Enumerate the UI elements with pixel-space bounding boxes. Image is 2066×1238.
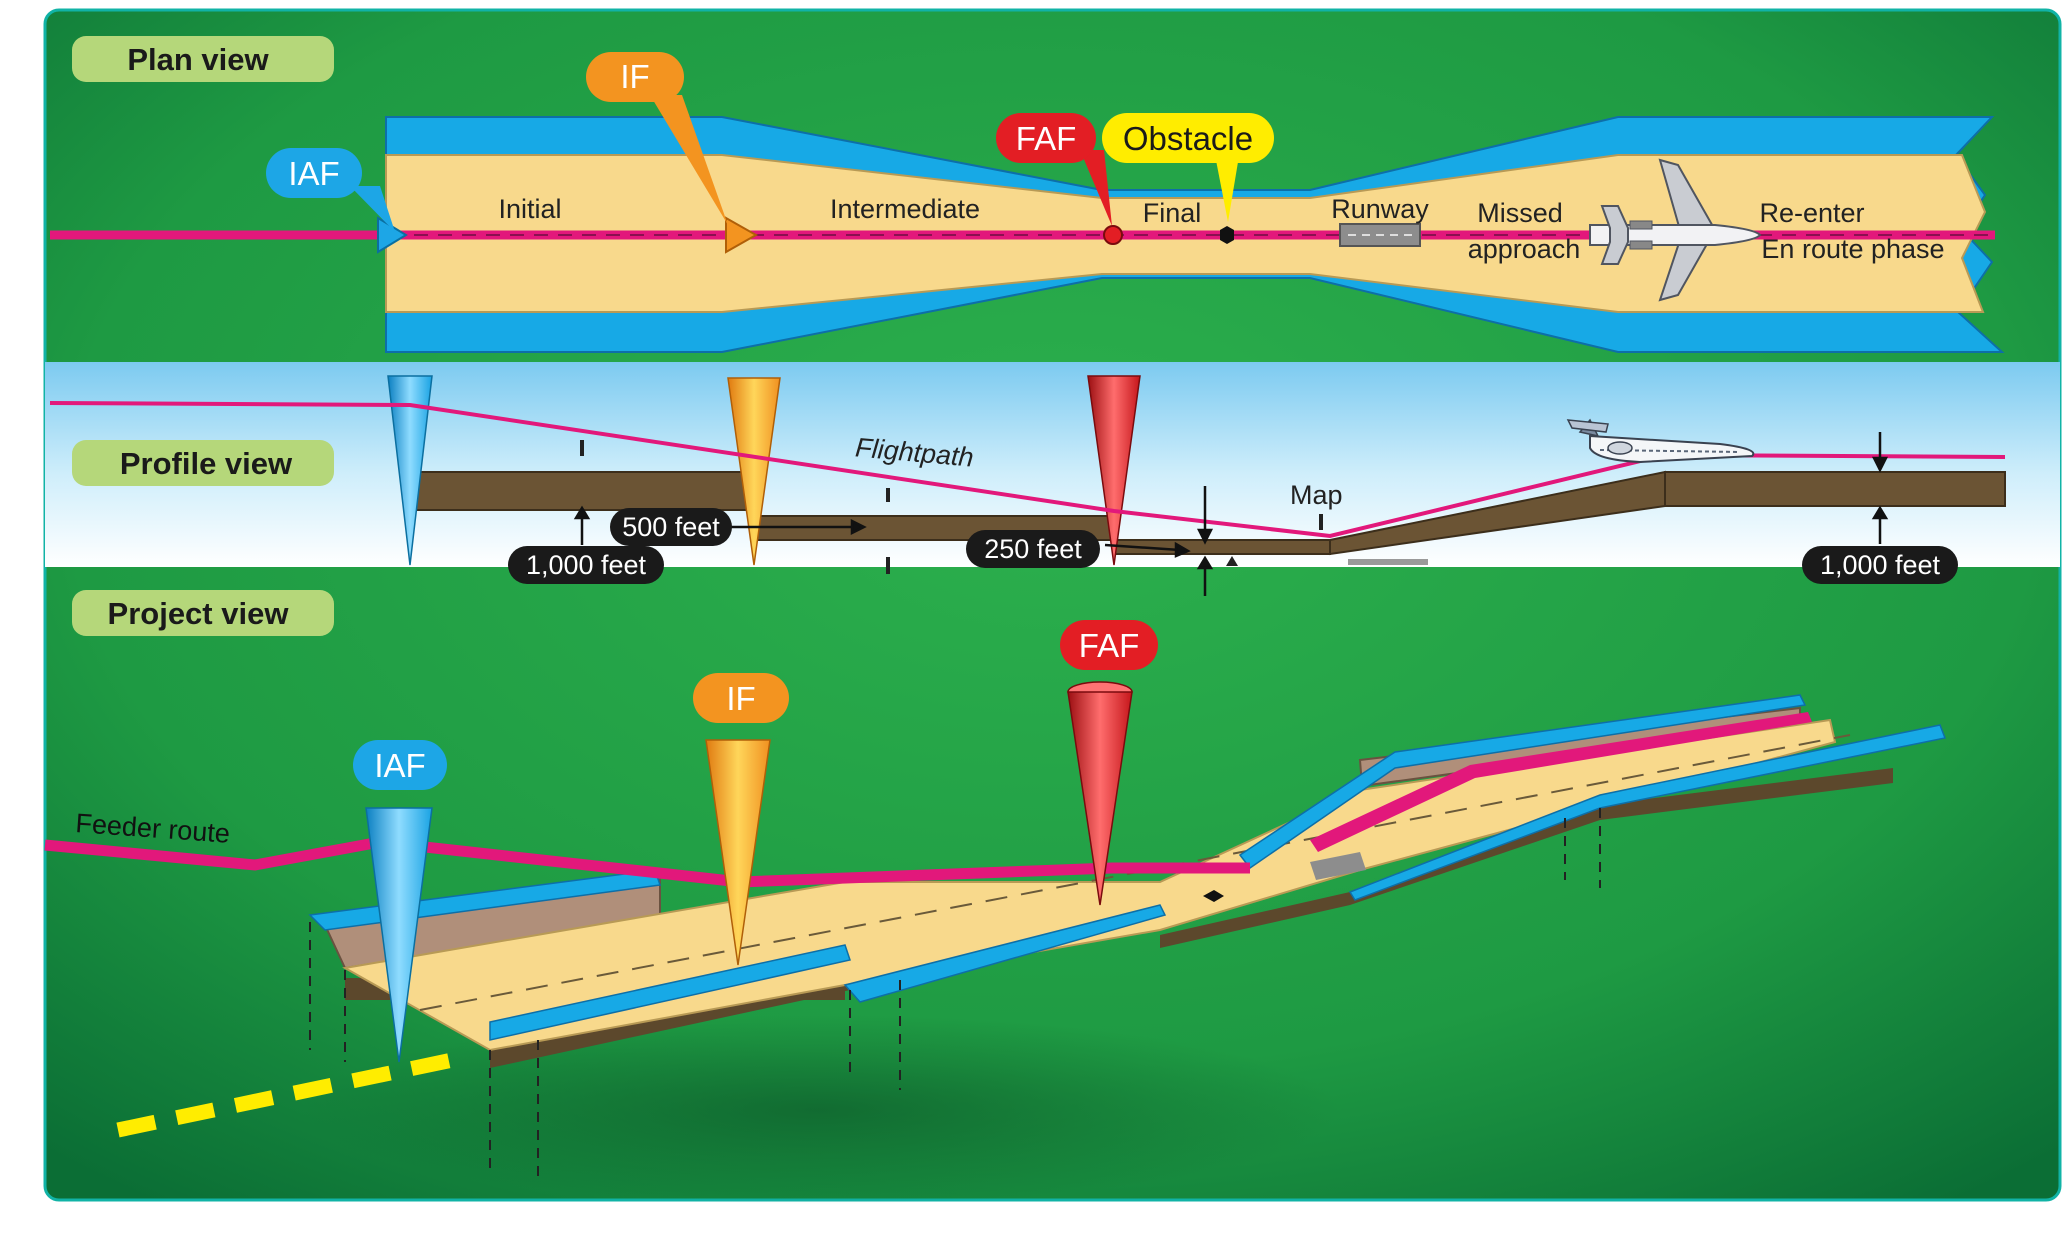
project-shadow: [300, 1015, 1340, 1205]
profile-250ft-label: 250 feet: [984, 534, 1082, 564]
project-secondary-strip: [1348, 724, 1947, 901]
profile-if-cone: [727, 377, 781, 566]
project-base-side: [1160, 892, 1350, 948]
profile-view-label: Profile view: [120, 446, 293, 481]
plan-if-tag: IF: [620, 58, 649, 95]
project-iaf-tag-box: [353, 740, 447, 790]
profile-1000ft-right-pill: [1802, 546, 1958, 584]
project-dashed-edges: [309, 808, 1601, 1182]
profile-1000ft-left-pill: [508, 546, 664, 584]
project-feeder-route: [44, 836, 1250, 888]
plan-label-missed-2: approach: [1468, 234, 1581, 264]
project-missed-strip: [1310, 712, 1812, 852]
plan-view-panel: Initial Intermediate Final Runway Missed…: [50, 36, 2005, 353]
profile-enroute-block: [1664, 471, 2006, 507]
plan-label-reenter-2: En route phase: [1761, 234, 1944, 264]
plan-if-symbol: [725, 216, 759, 254]
profile-1000ft-left-label: 1,000 feet: [526, 550, 647, 580]
project-primary-surface: [342, 718, 1837, 1052]
plan-obstacle-symbol: [1220, 226, 1234, 244]
profile-500ft-label: 500 feet: [622, 512, 720, 542]
profile-500ft-pill: [610, 508, 732, 546]
plan-label-final: Final: [1143, 198, 1202, 228]
project-secondary-strip: [489, 944, 851, 1041]
plan-obstacle-tag: Obstacle: [1123, 120, 1253, 157]
project-obstacle: [1203, 890, 1224, 902]
profile-map-label: Map: [1290, 480, 1343, 510]
project-if-cone: [705, 739, 771, 966]
profile-view-label-box: [72, 440, 334, 486]
project-if-tag-box: [693, 673, 789, 723]
plan-iaf-callout: IAF: [266, 148, 395, 232]
plan-faf-tag: FAF: [1016, 120, 1077, 157]
plan-faf-callout: FAF: [996, 113, 1112, 226]
profile-initial-block: [409, 471, 756, 511]
plan-iaf-tag: IAF: [288, 155, 339, 192]
plan-label-missed-1: Missed: [1477, 198, 1563, 228]
profile-iaf-cone: [387, 375, 433, 566]
plan-label-reenter-1: Re-enter: [1759, 198, 1864, 228]
project-view-label: Project view: [108, 596, 290, 631]
profile-faf-cone: [1087, 375, 1141, 566]
plan-obstacle-callout: Obstacle: [1102, 113, 1274, 222]
project-runway: [1310, 852, 1366, 880]
profile-runway: [1348, 559, 1428, 565]
project-secondary-strip: [843, 904, 1167, 1003]
plan-if-callout: IF: [586, 52, 728, 225]
profile-250ft-pill: [966, 530, 1100, 568]
plan-faf-symbol: [1103, 225, 1123, 245]
project-view-panel: IAF IF FAF Feeder route Project view: [44, 590, 1947, 1205]
project-iaf-cone: [365, 807, 433, 1063]
project-view-label-box: [72, 590, 334, 636]
plan-airplane-icon: [1589, 158, 1762, 302]
project-if-tag: IF: [726, 680, 755, 717]
project-faf-tag: FAF: [1079, 627, 1140, 664]
plan-label-initial: Initial: [498, 194, 561, 224]
plan-label-runway: Runway: [1331, 194, 1429, 224]
profile-view-panel: 500 feet 1,000 feet 250 feet 1,000 feet …: [45, 362, 2060, 596]
project-iaf-tag: IAF: [374, 747, 425, 784]
profile-dimension-arrows: [573, 432, 1889, 596]
plan-label-intermediate: Intermediate: [830, 194, 980, 224]
plan-view-label-box: [72, 36, 334, 82]
project-faf-tag-box: [1060, 620, 1158, 670]
project-base-side: [1600, 768, 1893, 820]
plan-view-label: Plan view: [127, 42, 269, 77]
profile-obstacle: [1226, 556, 1238, 566]
profile-airplane-icon: [1566, 418, 1755, 464]
profile-1000ft-right-label: 1,000 feet: [1820, 550, 1941, 580]
project-faf-cone: [1067, 691, 1133, 906]
